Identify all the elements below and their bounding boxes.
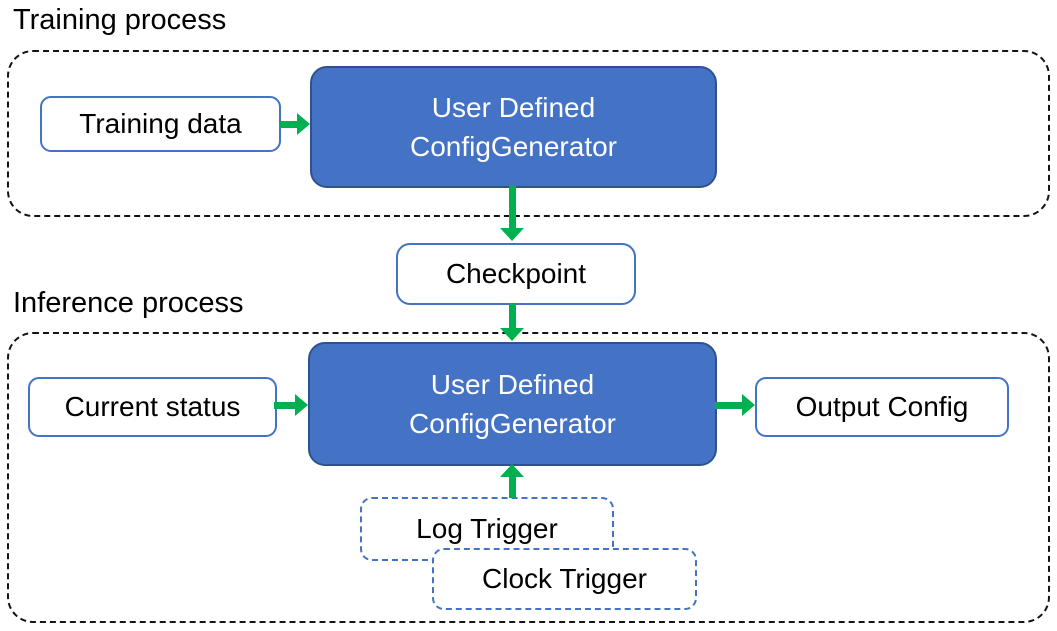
training-process-label: Training process xyxy=(13,4,227,36)
checkpoint-box: Checkpoint xyxy=(396,243,636,305)
arrow-head-up-icon xyxy=(500,464,524,477)
arrow-generator-to-checkpoint xyxy=(500,186,524,241)
arrow-shaft xyxy=(508,186,516,229)
arrow-head-down-icon xyxy=(500,328,524,341)
arrow-shaft xyxy=(508,476,516,498)
arrow-current-status-to-generator xyxy=(274,394,308,416)
clock-trigger-box: Clock Trigger xyxy=(432,548,697,610)
arrow-head-right-icon xyxy=(742,394,755,416)
arrow-shaft xyxy=(274,401,296,409)
config-generator-training-box: User Defined ConfigGenerator xyxy=(310,66,717,188)
arrow-triggers-to-generator xyxy=(500,464,524,498)
arrow-shaft xyxy=(508,303,516,329)
inference-process-label: Inference process xyxy=(13,287,244,319)
current-status-box: Current status xyxy=(28,377,277,437)
arrow-head-right-icon xyxy=(295,394,308,416)
training-data-box: Training data xyxy=(40,96,281,152)
arrow-generator-to-output-config xyxy=(715,394,755,416)
config-generator-inference-line2: ConfigGenerator xyxy=(408,408,616,439)
config-generator-training-line2: ConfigGenerator xyxy=(409,131,617,162)
training-process-container xyxy=(7,50,1050,217)
inference-process-container xyxy=(7,332,1050,623)
output-config-box: Output Config xyxy=(755,377,1009,437)
config-generator-training-line1: User Defined xyxy=(431,92,596,123)
arrow-checkpoint-to-inference-generator xyxy=(500,303,524,341)
arrow-shaft xyxy=(279,120,298,128)
config-generator-inference-box: User Defined ConfigGenerator xyxy=(308,342,717,466)
arrow-training-data-to-generator xyxy=(279,113,310,135)
config-generator-inference-line1: User Defined xyxy=(430,369,595,400)
arrow-head-down-icon xyxy=(500,228,524,241)
arrow-head-right-icon xyxy=(297,113,310,135)
arrow-shaft xyxy=(715,401,743,409)
